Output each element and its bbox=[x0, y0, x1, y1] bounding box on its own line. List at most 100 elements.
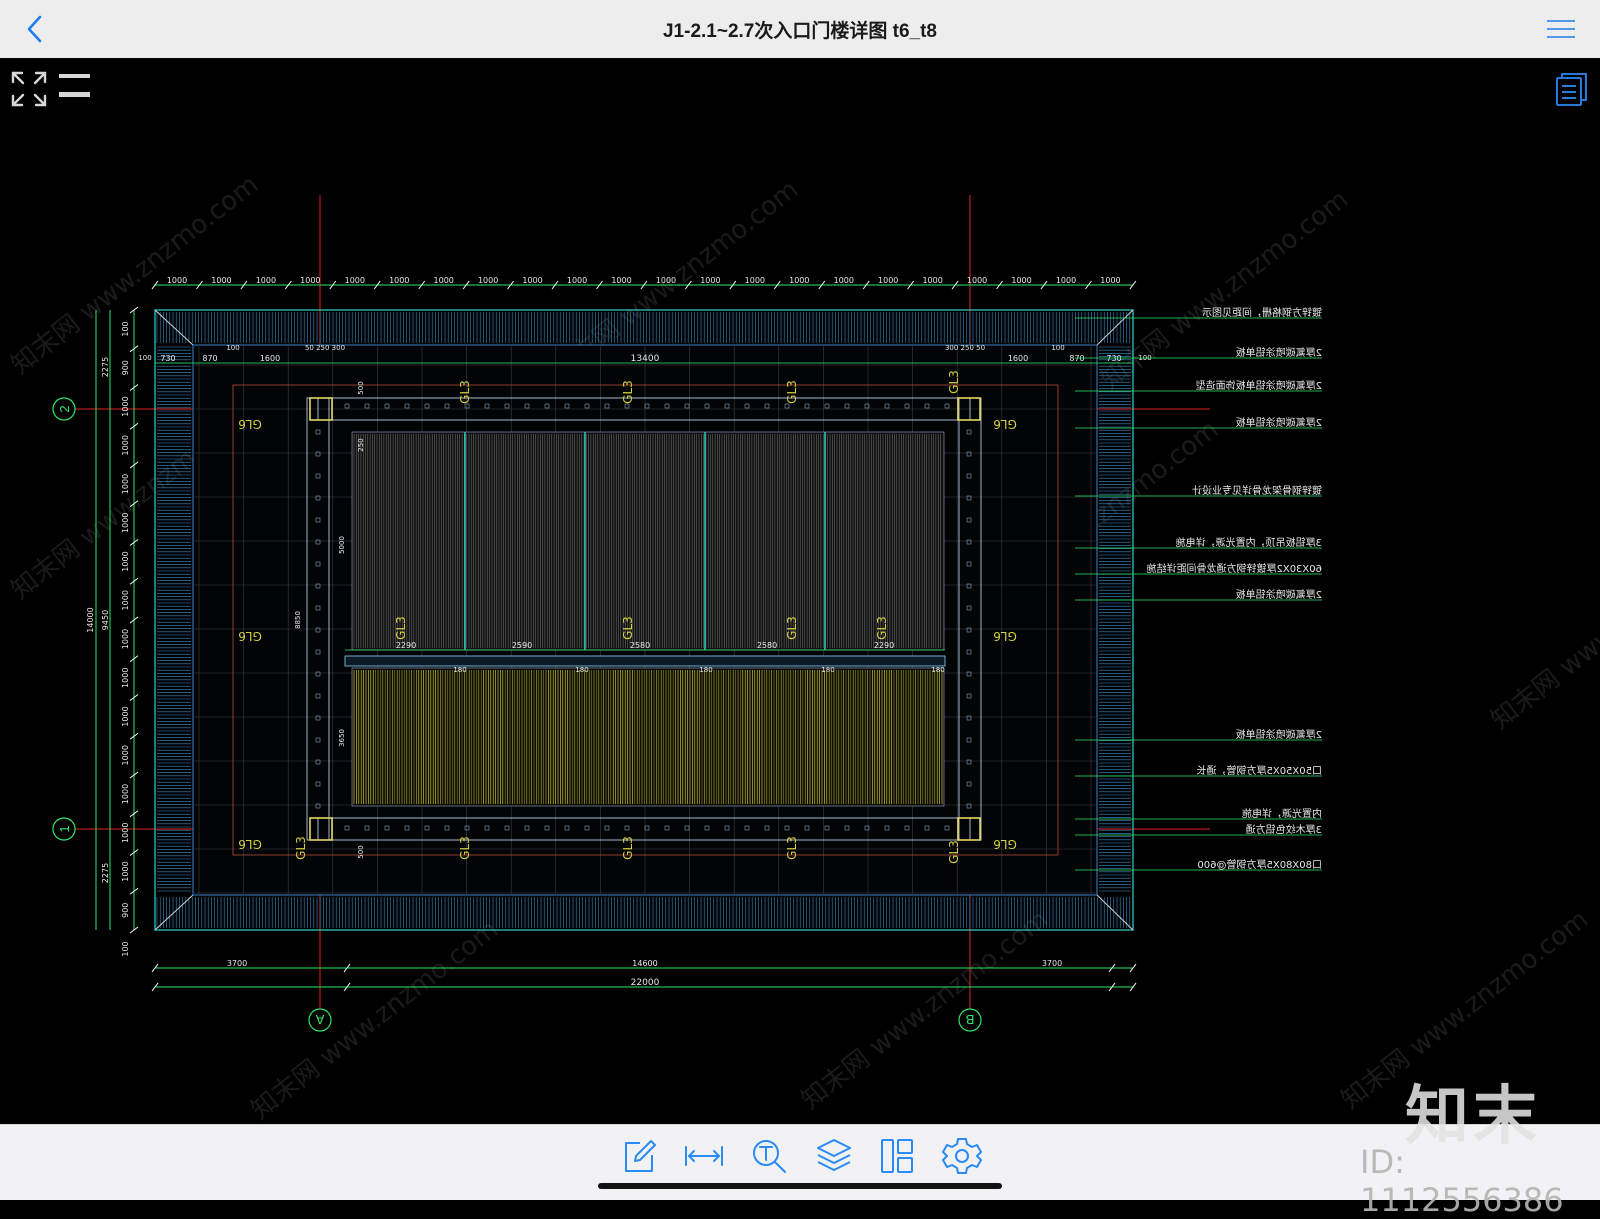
tick bbox=[129, 306, 139, 314]
dim-label: 50 250 300 bbox=[305, 344, 345, 352]
fullscreen-button[interactable] bbox=[10, 70, 48, 108]
beam-label: GL3 bbox=[875, 616, 889, 640]
beam-mark bbox=[524, 825, 530, 831]
dim-label: 300 250 50 bbox=[945, 344, 985, 352]
dim-label: 1000 bbox=[434, 276, 454, 285]
beam-mark bbox=[384, 403, 390, 409]
dim-label: 900 bbox=[121, 903, 130, 918]
beam-mark bbox=[764, 825, 770, 831]
beam-mark bbox=[564, 825, 570, 831]
beam-mark bbox=[966, 539, 972, 545]
dim-label: 2275 bbox=[101, 357, 110, 377]
two-lines-icon bbox=[59, 74, 90, 97]
dim-label: 1000 bbox=[121, 551, 130, 571]
dim-label: 1000 bbox=[256, 276, 276, 285]
text-search-icon bbox=[753, 1140, 786, 1173]
diagonal-watermark: 知末网 www.znzmo.com bbox=[1486, 525, 1600, 736]
text-search-button[interactable] bbox=[748, 1135, 790, 1177]
markup-pencil-icon bbox=[625, 1140, 656, 1172]
dim-label: 13400 bbox=[631, 354, 660, 364]
dim-label: 100 bbox=[1051, 344, 1064, 352]
beam-mark bbox=[804, 825, 810, 831]
beam-mark bbox=[364, 403, 370, 409]
menu-button[interactable] bbox=[1544, 14, 1578, 44]
beam-mark bbox=[315, 561, 321, 567]
dim-label: 2275 bbox=[101, 863, 110, 883]
tick bbox=[129, 539, 139, 546]
beam-mark bbox=[404, 825, 410, 831]
home-indicator[interactable] bbox=[598, 1183, 1002, 1189]
tick bbox=[773, 280, 781, 290]
layer-toggle-button[interactable] bbox=[58, 72, 92, 102]
beam-mark bbox=[315, 583, 321, 589]
column-label: GL6 bbox=[238, 417, 262, 431]
beam-mark bbox=[724, 403, 730, 409]
column-label: GL6 bbox=[993, 629, 1017, 643]
beam-mark bbox=[924, 825, 930, 831]
dim-label: 1000 bbox=[121, 861, 130, 881]
beam-mark bbox=[784, 825, 790, 831]
beam-mark bbox=[864, 825, 870, 831]
measure-button[interactable] bbox=[683, 1135, 725, 1177]
beam-mark bbox=[444, 403, 450, 409]
layout-button[interactable] bbox=[876, 1135, 918, 1177]
lower-panel-hatch bbox=[353, 670, 943, 804]
corner-diag bbox=[1096, 894, 1134, 931]
dim-label: 1000 bbox=[478, 276, 498, 285]
beam-mark bbox=[315, 473, 321, 479]
beam-mark bbox=[584, 403, 590, 409]
dim-label: 1000 bbox=[121, 590, 130, 610]
annotation-label: 3厚木纹色铝方通 bbox=[1246, 823, 1322, 836]
beam-mark bbox=[966, 803, 972, 809]
beam-mark bbox=[966, 473, 972, 479]
annotation-label: 3厚铝板吊顶，内置光源，详电施 bbox=[1176, 536, 1322, 549]
beam-mark bbox=[744, 825, 750, 831]
dim-label: 1000 bbox=[1056, 276, 1076, 285]
tick bbox=[373, 280, 381, 290]
beam-mark bbox=[804, 403, 810, 409]
corner-diag bbox=[1096, 309, 1134, 346]
beam-mark bbox=[824, 403, 830, 409]
dim-label: 180 bbox=[821, 666, 834, 674]
column-label: GL6 bbox=[993, 837, 1017, 851]
sheet-list-button[interactable] bbox=[1554, 70, 1590, 108]
beam-mark bbox=[384, 825, 390, 831]
annotation-label: 内置光源，详电施 bbox=[1242, 807, 1322, 820]
sheet-list-icon bbox=[1556, 73, 1587, 106]
beam-label: GL3 bbox=[621, 836, 635, 860]
beam-label: GL3 bbox=[294, 836, 308, 860]
beam-mark bbox=[315, 671, 321, 677]
beam-mark bbox=[844, 403, 850, 409]
tick bbox=[1108, 963, 1116, 973]
dim-label: 1000 bbox=[121, 629, 130, 649]
dim-label: 2290 bbox=[396, 641, 416, 650]
beam-mark bbox=[966, 781, 972, 787]
dim-label: 1000 bbox=[121, 784, 130, 804]
layers-button[interactable] bbox=[813, 1135, 855, 1177]
dim-label: 1000 bbox=[345, 276, 365, 285]
tick bbox=[685, 280, 692, 290]
beam-mark bbox=[966, 605, 972, 611]
back-button[interactable] bbox=[18, 12, 52, 46]
dim-label: 1000 bbox=[389, 276, 409, 285]
dimension-ticks bbox=[129, 280, 1137, 992]
dim-label: 1000 bbox=[656, 276, 676, 285]
beam-mark bbox=[315, 495, 321, 501]
markup-button[interactable] bbox=[618, 1135, 660, 1177]
beam-mark bbox=[315, 715, 321, 721]
dim-label: 870 bbox=[1069, 354, 1084, 363]
settings-button[interactable] bbox=[941, 1135, 983, 1177]
annotation-label: 60X30X2厚镀锌钢方通龙骨间距详结施 bbox=[1146, 562, 1322, 575]
beam-label: GL3 bbox=[621, 380, 635, 404]
tick bbox=[129, 655, 139, 663]
beam-mark bbox=[464, 403, 470, 409]
corner-diag bbox=[154, 894, 194, 931]
beam-mark bbox=[315, 429, 321, 435]
beam-mark bbox=[344, 825, 350, 831]
tick bbox=[343, 963, 351, 973]
layers-icon bbox=[817, 1139, 851, 1171]
diagonal-watermark: 知末网 www.znzmo.com bbox=[1096, 185, 1354, 396]
beam-mark bbox=[966, 759, 972, 765]
